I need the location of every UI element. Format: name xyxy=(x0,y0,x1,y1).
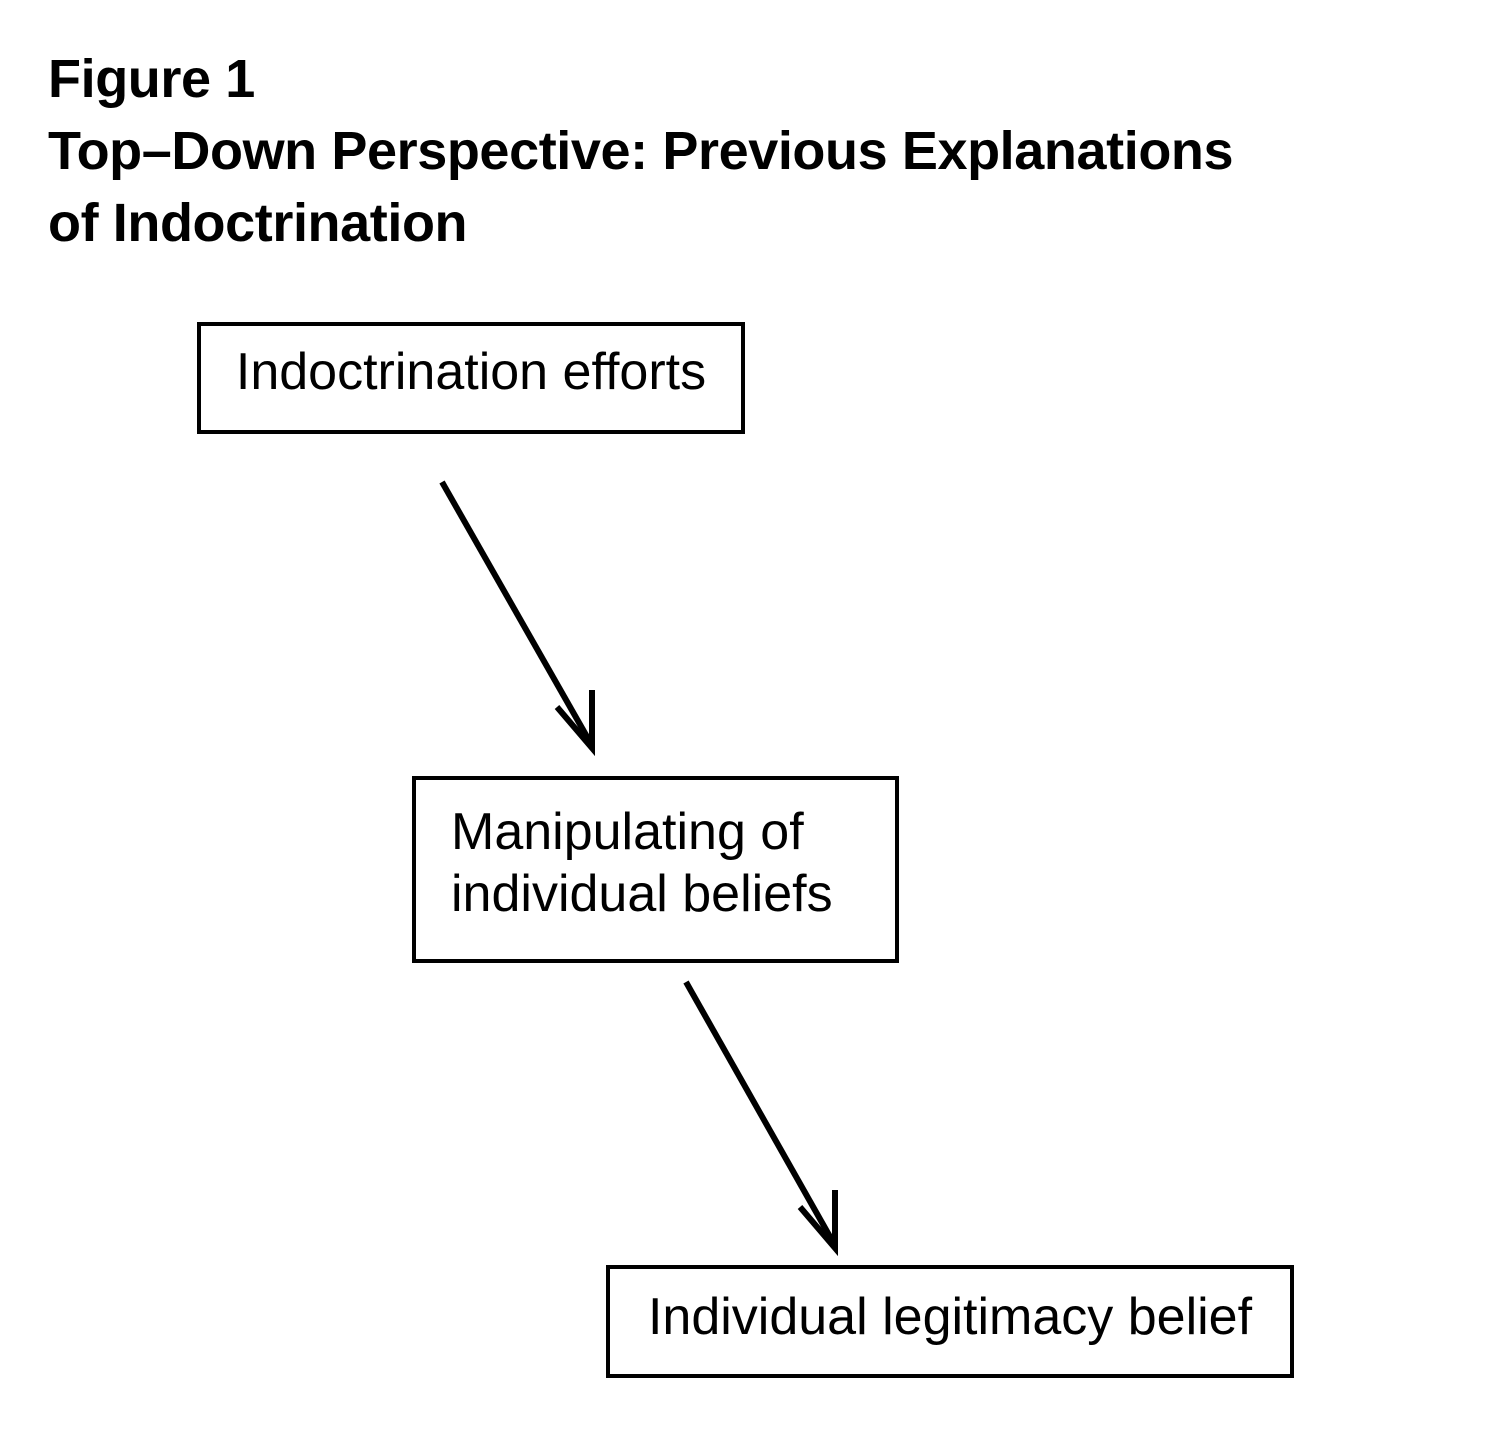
node-individual-legitimacy: Individual legitimacy belief xyxy=(606,1265,1294,1378)
node-label-indoctrination-efforts: Indoctrination efforts xyxy=(235,343,707,402)
figure-title-line-2: of Indoctrination xyxy=(48,192,468,253)
node-label-individual-legitimacy: Individual legitimacy belief xyxy=(647,1287,1253,1346)
arrow-manipulating-to-legitimacy-icon xyxy=(683,980,838,1257)
figure-title-block: Figure 1 Top–Down Perspective: Previous … xyxy=(48,44,1458,259)
figure-number: Figure 1 xyxy=(48,49,255,109)
node-indoctrination-efforts: Indoctrination efforts xyxy=(197,322,745,434)
node-manipulating-beliefs: Manipulating of individual beliefs xyxy=(412,776,899,963)
arrow-efforts-to-manipulating-icon xyxy=(439,480,595,757)
node-label-manipulating-beliefs: Manipulating of individual beliefs xyxy=(451,803,833,923)
figure-title-line-1: Top–Down Perspective: Previous Explanati… xyxy=(48,120,1234,181)
